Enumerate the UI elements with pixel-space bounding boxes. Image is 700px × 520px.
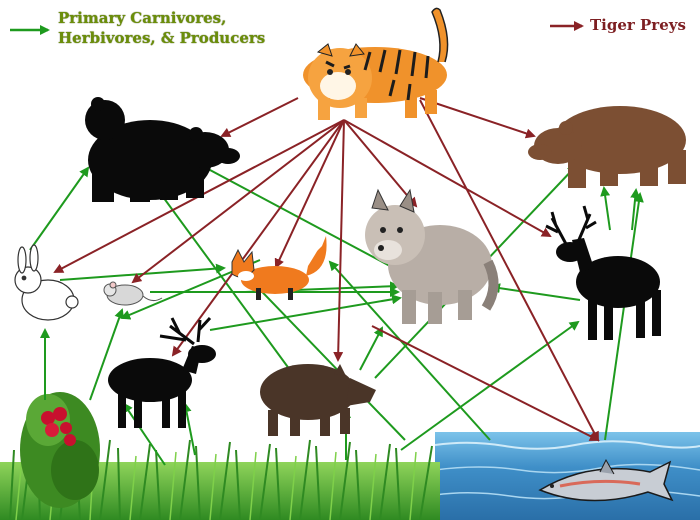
wolf	[365, 188, 499, 324]
fox	[231, 236, 327, 300]
brown-bear	[528, 106, 686, 188]
legend-green-label: Primary Carnivores, Herbivores, & Produc…	[58, 8, 265, 48]
elk	[108, 316, 216, 428]
salmon	[538, 458, 674, 502]
boar	[260, 364, 376, 436]
rabbit	[14, 244, 79, 321]
legend-green-line2: Herbivores, & Producers	[58, 29, 266, 47]
red-arrows	[53, 97, 600, 442]
legend-green-line1: Primary Carnivores,	[58, 9, 227, 27]
deer	[545, 205, 661, 340]
legend-red-label: Tiger Preys	[590, 16, 686, 34]
black-bear	[85, 97, 240, 202]
green-arrows	[29, 161, 644, 466]
tiger	[303, 7, 449, 120]
mouse	[103, 281, 163, 306]
berry-bush-producer	[20, 392, 100, 508]
